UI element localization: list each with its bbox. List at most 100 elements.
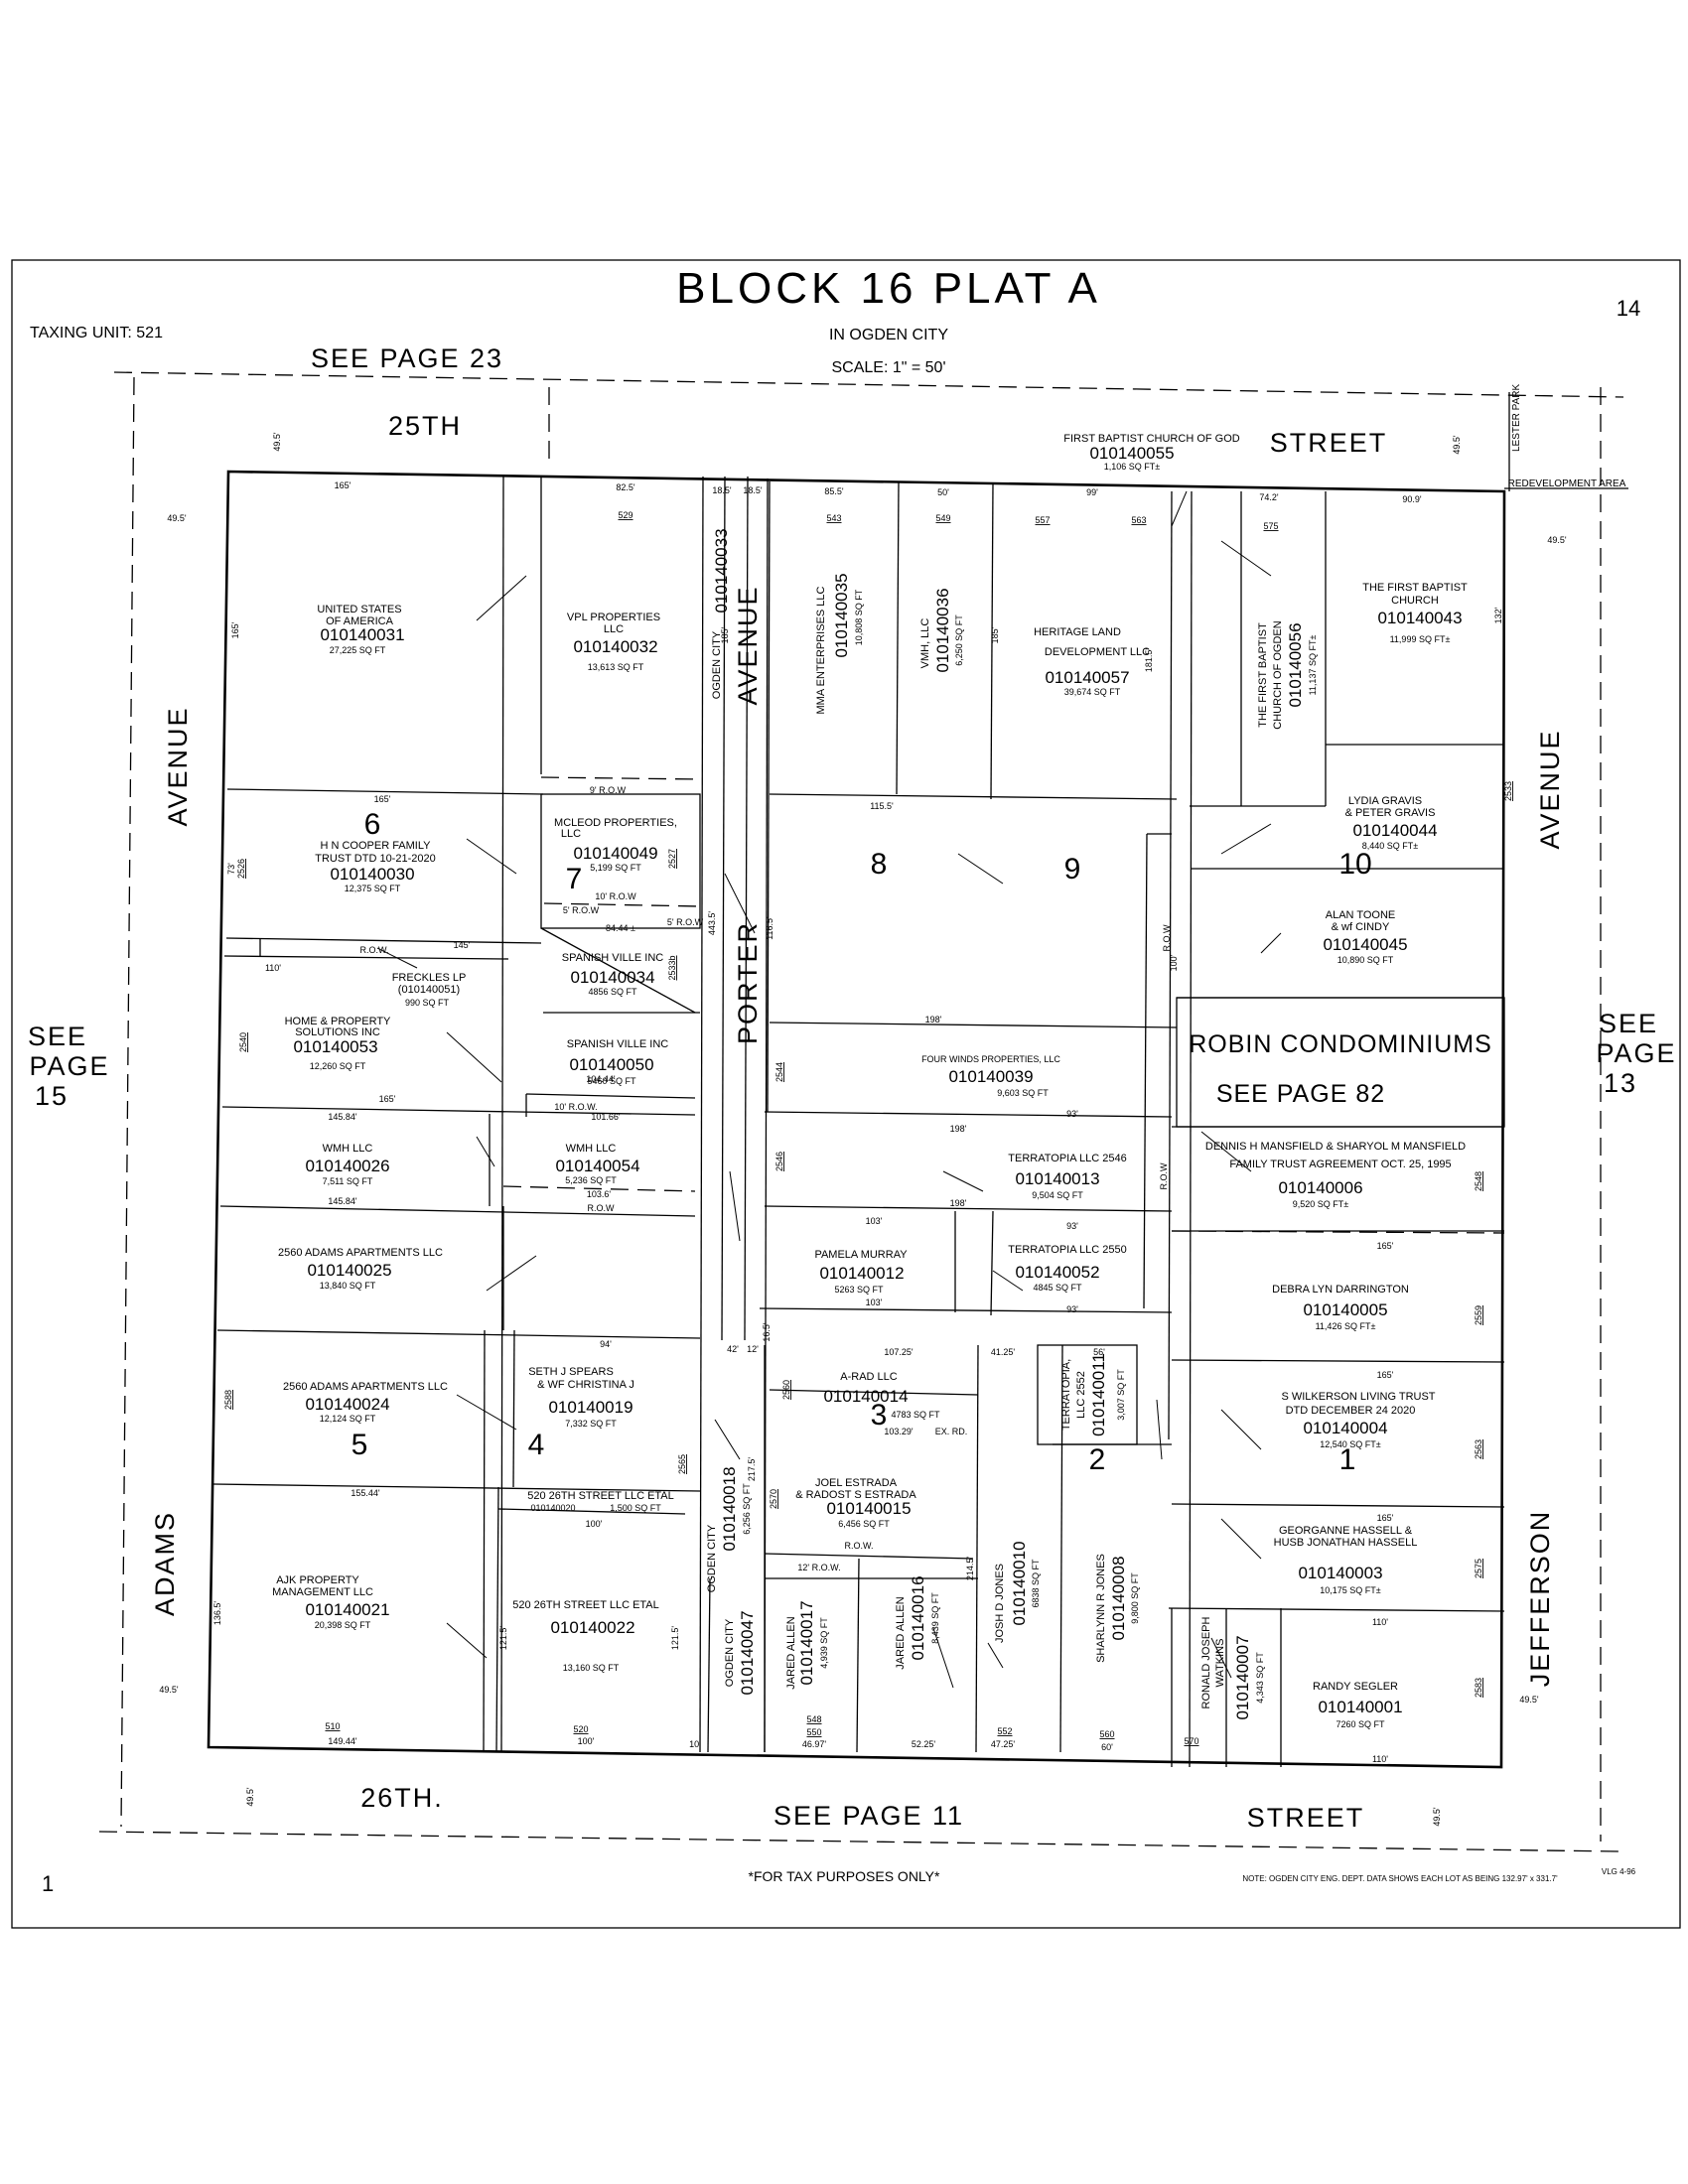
svg-text:13,160 SQ FT: 13,160 SQ FT xyxy=(563,1663,620,1673)
parcel-four-winds[interactable]: FOUR WINDS PROPERTIES, LLC 010140039 9,6… xyxy=(921,1054,1060,1098)
svg-text:OGDEN CITY: OGDEN CITY xyxy=(706,1524,718,1592)
svg-text:MANAGEMENT LLC: MANAGEMENT LLC xyxy=(272,1586,373,1598)
parcel-home-property[interactable]: HOME & PROPERTY SOLUTIONS INC 010140053 … xyxy=(285,1016,391,1071)
svg-text:MCLEOD PROPERTIES,: MCLEOD PROPERTIES, xyxy=(554,817,677,829)
svg-text:010140044: 010140044 xyxy=(1352,821,1437,840)
parcel-lydia-gravis[interactable]: LYDIA GRAVIS & PETER GRAVIS 010140044 8,… xyxy=(1345,795,1438,851)
parcel-first-baptist-ogden[interactable]: THE FIRST BAPTIST CHURCH OF OGDEN 010140… xyxy=(1257,620,1318,729)
svg-text:104.44': 104.44' xyxy=(586,1074,616,1084)
parcel-estrada[interactable]: JOEL ESTRADA & RADOST S ESTRADA 01014001… xyxy=(795,1477,916,1529)
parcel-wmh-2[interactable]: WMH LLC 010140054 5,236 SQ FT xyxy=(555,1143,639,1185)
parcel-jared-allen-17[interactable]: JARED ALLEN 010140017 4,939 SQ FT xyxy=(785,1600,829,1689)
svg-text:JOEL ESTRADA: JOEL ESTRADA xyxy=(815,1477,898,1489)
parcel-2560-adams-2[interactable]: 2560 ADAMS APARTMENTS LLC 010140024 12,1… xyxy=(283,1381,448,1424)
parcel-a-rad[interactable]: A-RAD LLC 010140014 4783 SQ FT xyxy=(823,1371,940,1420)
parcel-ogden-city-porter[interactable]: OGDEN CITY 010140033 xyxy=(711,528,731,699)
svg-text:563: 563 xyxy=(1131,515,1146,525)
svg-text:OGDEN CITY: OGDEN CITY xyxy=(724,1618,736,1687)
svg-text:13,840 SQ FT: 13,840 SQ FT xyxy=(320,1281,376,1291)
parcel-first-baptist-church[interactable]: THE FIRST BAPTIST CHURCH 010140043 11,99… xyxy=(1362,582,1468,644)
parcel-randy-segler[interactable]: RANDY SEGLER 010140001 7260 SQ FT xyxy=(1313,1681,1403,1729)
lot-line xyxy=(975,1344,979,1753)
street-26th: 26TH. xyxy=(360,1783,444,1813)
parcel-josh-jones[interactable]: JOSH D JONES 010140010 6838 SQ FT xyxy=(994,1541,1041,1643)
parcel-ronald-watkins[interactable]: RONALD JOSEPH WATKINS 010140007 4,343 SQ… xyxy=(1200,1616,1265,1719)
lot-number-5: 5 xyxy=(352,1429,368,1461)
svg-text:520 26TH STREET LLC ETAL: 520 26TH STREET LLC ETAL xyxy=(512,1599,659,1611)
svg-text:548: 548 xyxy=(806,1714,821,1724)
svg-text:010140045: 010140045 xyxy=(1323,935,1407,954)
svg-text:10,890 SQ FT: 10,890 SQ FT xyxy=(1337,955,1394,965)
svg-text:145': 145' xyxy=(454,940,471,950)
svg-text:6,456 SQ FT: 6,456 SQ FT xyxy=(838,1519,890,1529)
svg-text:010140052: 010140052 xyxy=(1015,1263,1099,1282)
parcel-debra-darrington[interactable]: DEBRA LYN DARRINGTON 010140005 11,426 SQ… xyxy=(1272,1284,1409,1331)
lot-line xyxy=(769,793,1178,800)
parcel-mcleod[interactable]: MCLEOD PROPERTIES, LLC 010140049 5,199 S… xyxy=(554,817,677,873)
parcel-spanish-ville-1[interactable]: SPANISH VILLE INC 010140034 4856 SQ FT xyxy=(562,952,664,997)
svg-text:121.5': 121.5' xyxy=(670,1626,680,1651)
parcel-ogden-city-47[interactable]: OGDEN CITY 010140047 xyxy=(724,1610,757,1695)
svg-text:90.9': 90.9' xyxy=(1402,494,1422,504)
svg-text:115.5': 115.5' xyxy=(870,801,894,811)
svg-text:010140053: 010140053 xyxy=(293,1037,377,1056)
svg-text:THE FIRST BAPTIST: THE FIRST BAPTIST xyxy=(1362,582,1468,594)
svg-text:11,999 SQ FT±: 11,999 SQ FT± xyxy=(1390,634,1451,644)
parcel-mansfield[interactable]: DENNIS H MANSFIELD & SHARYOL M MANSFIELD… xyxy=(1205,1141,1466,1209)
parcel-jared-allen-16[interactable]: JARED ALLEN 010140016 8,439 SQ FT xyxy=(895,1575,940,1669)
parcel-heritage-land[interactable]: HERITAGE LAND DEVELOPMENT LLC 010140057 … xyxy=(1034,626,1150,697)
svg-text:FOUR WINDS PROPERTIES, LLC: FOUR WINDS PROPERTIES, LLC xyxy=(921,1054,1060,1064)
parcel-wilkerson[interactable]: S WILKERSON LIVING TRUST DTD DECEMBER 24… xyxy=(1281,1391,1435,1449)
svg-text:010140004: 010140004 xyxy=(1303,1419,1387,1437)
parcel-hassell[interactable]: GEORGANNE HASSELL & HUSB JONATHAN HASSEL… xyxy=(1274,1525,1418,1595)
parcel-hn-cooper[interactable]: H N COOPER FAMILY TRUST DTD 10-21-2020 0… xyxy=(315,840,435,893)
svg-text:49.5': 49.5' xyxy=(167,513,187,523)
svg-text:2546: 2546 xyxy=(774,1152,784,1171)
svg-text:575: 575 xyxy=(1263,521,1278,531)
parcel-vmh[interactable]: VMH, LLC 010140036 6,250 SQ FT xyxy=(919,588,964,672)
parcel-terratopia-2550[interactable]: TERRATOPIA LLC 2550 010140052 4845 SQ FT xyxy=(1008,1244,1126,1293)
svg-text:16.5': 16.5' xyxy=(762,1322,772,1342)
parcel-united-states[interactable]: UNITED STATES OF AMERICA 010140031 27,22… xyxy=(317,604,404,655)
svg-text:DENNIS H MANSFIELD & SHARYOL M: DENNIS H MANSFIELD & SHARYOL M MANSFIELD xyxy=(1205,1141,1466,1153)
parcel-pamela-murray[interactable]: PAMELA MURRAY 010140012 5263 SQ FT xyxy=(814,1249,908,1295)
svg-text:12,540 SQ FT±: 12,540 SQ FT± xyxy=(1320,1439,1381,1449)
svg-text:010140033: 010140033 xyxy=(712,528,731,613)
svg-text:& RADOST S ESTRADA: & RADOST S ESTRADA xyxy=(795,1489,916,1501)
parcel-ajk-property[interactable]: AJK PROPERTY MANAGEMENT LLC 010140021 20… xyxy=(272,1574,389,1630)
row-line-bottom xyxy=(98,1831,1619,1852)
svg-text:46.97': 46.97' xyxy=(802,1739,827,1749)
parcel-terratopia-2546[interactable]: TERRATOPIA LLC 2546 010140013 9,504 SQ F… xyxy=(1008,1153,1126,1200)
parcel-freckles[interactable]: FRECKLES LP (010140051) 990 SQ FT xyxy=(392,972,467,1008)
parcel-2560-adams-1[interactable]: 2560 ADAMS APARTMENTS LLC 010140025 13,8… xyxy=(278,1247,443,1291)
parcel-first-baptist-god[interactable]: FIRST BAPTIST CHURCH OF GOD 010140055 1,… xyxy=(1063,433,1239,472)
svg-text:10' R.O.W.: 10' R.O.W. xyxy=(554,1102,597,1112)
parcel-seth-spears[interactable]: SETH J SPEARS & WF CHRISTINA J 010140019… xyxy=(528,1366,634,1429)
parcel-mma-enterprises[interactable]: MMA ENTERPRISES LLC 010140035 10,808 SQ … xyxy=(815,573,864,714)
parcel-terratopia-2552[interactable]: TERRATOPIA, LLC 2552 010140011 3,007 SQ … xyxy=(1060,1353,1126,1436)
see-page-right-1: SEE xyxy=(1599,1009,1658,1038)
street-label-top: STREET xyxy=(1270,428,1388,458)
svg-text:990 SQ FT: 990 SQ FT xyxy=(405,998,450,1008)
parcel-ogden-city-18[interactable]: OGDEN CITY 010140018 6,256 SQ FT xyxy=(706,1466,752,1592)
parcel-spanish-ville-2[interactable]: SPANISH VILLE INC 010140050 5460 SQ FT xyxy=(567,1038,669,1086)
taxing-unit: TAXING UNIT: 521 xyxy=(30,325,163,341)
svg-text:93': 93' xyxy=(1066,1109,1078,1119)
parcel-sharlynn-jones[interactable]: SHARLYNN R JONES 010140008 9,800 SQ FT xyxy=(1095,1554,1140,1663)
svg-text:136.5': 136.5' xyxy=(212,1601,222,1626)
svg-text:27,225 SQ FT: 27,225 SQ FT xyxy=(330,645,386,655)
see-page-left-1: SEE xyxy=(28,1022,87,1051)
row-strip xyxy=(1168,490,1173,1440)
lot-line xyxy=(495,1486,499,1753)
parcel-520-26th-2[interactable]: 520 26TH STREET LLC ETAL 010140022 13,16… xyxy=(512,1599,659,1673)
svg-text:2570: 2570 xyxy=(769,1489,778,1509)
lot-line xyxy=(216,1329,701,1339)
jefferson-avenue: JEFFERSON xyxy=(1525,1510,1555,1688)
svg-text:7,332 SQ FT: 7,332 SQ FT xyxy=(565,1419,617,1429)
parcel-vpl-properties[interactable]: VPL PROPERTIES LLC 010140032 13,613 SQ F… xyxy=(567,612,660,672)
parcel-alan-toone[interactable]: ALAN TOONE & wf CINDY 010140045 10,890 S… xyxy=(1323,909,1407,965)
svg-text:2575: 2575 xyxy=(1474,1559,1483,1578)
parcel-wmh-1[interactable]: WMH LLC 010140026 7,511 SQ FT xyxy=(305,1143,389,1186)
parcel-520-26th-1[interactable]: 520 26TH STREET LLC ETAL 010140020 1,500… xyxy=(527,1490,674,1513)
svg-text:TERRATOPIA LLC 2546: TERRATOPIA LLC 2546 xyxy=(1008,1153,1126,1164)
